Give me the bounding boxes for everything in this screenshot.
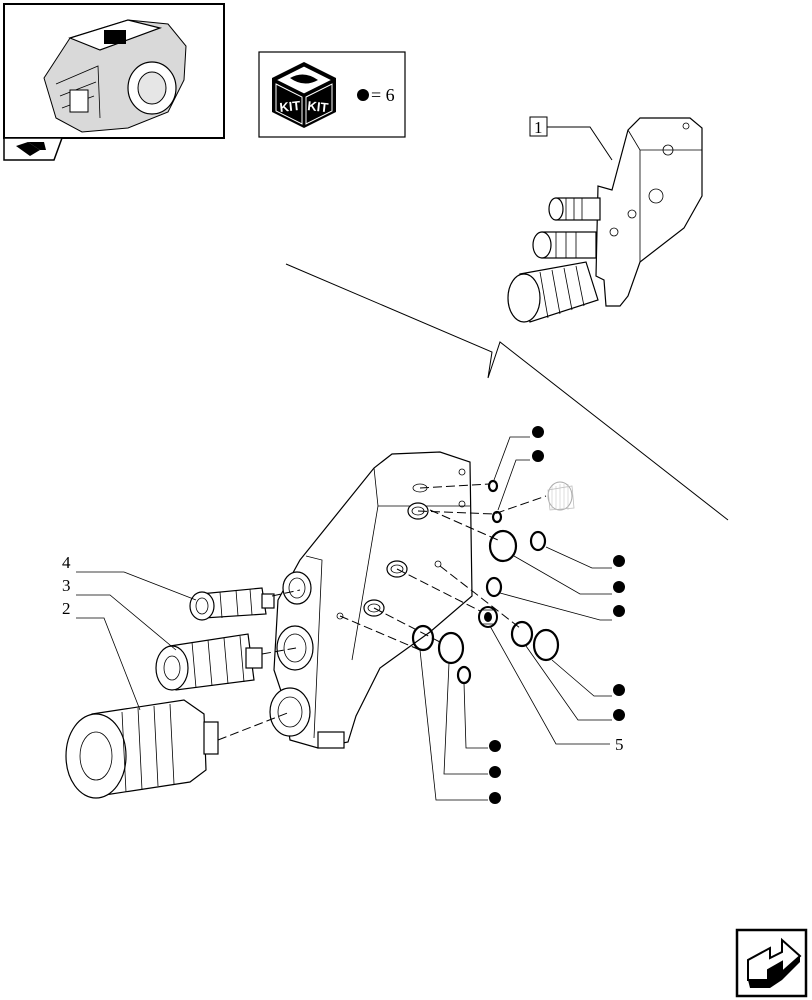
assembly-line	[271, 589, 301, 597]
valve-housing	[269, 451, 473, 749]
callout-3: 3	[62, 576, 177, 651]
callout-label-2: 2	[62, 599, 71, 618]
seal-ring[interactable]	[532, 628, 560, 662]
callout-label-5: 5	[615, 735, 624, 754]
assembly-line	[261, 647, 297, 655]
assembly-callout-label: 1	[534, 118, 543, 137]
assembly-line	[439, 565, 521, 629]
assembly-line	[396, 568, 491, 617]
callout-label-3: 3	[62, 576, 71, 595]
kit-box-icon: KIT KIT	[272, 62, 336, 128]
kit-bullet-icon	[357, 89, 369, 101]
seal-ring[interactable]	[488, 529, 518, 563]
section-break-line	[285, 263, 729, 521]
seal-ring[interactable]	[485, 576, 503, 598]
coupler-part-2[interactable]	[65, 699, 219, 799]
assembly-line	[419, 483, 491, 489]
kit-bullets	[419, 426, 625, 804]
valve-insert-part-5[interactable]	[478, 606, 498, 628]
seal-ring[interactable]	[456, 665, 472, 685]
kit-label-right: KIT	[307, 98, 329, 115]
kit-label-left: KIT	[279, 98, 301, 115]
seal-ring[interactable]	[491, 510, 503, 524]
transmission-housing-thumbnail[interactable]	[3, 3, 225, 139]
coupler-part-3[interactable]	[155, 633, 263, 691]
seal-ring[interactable]	[529, 530, 547, 552]
seal-ring[interactable]	[510, 620, 534, 648]
next-page-arrow-icon[interactable]	[735, 928, 808, 998]
assembly-line	[339, 615, 421, 651]
callout-2: 2	[62, 599, 141, 711]
seal-ring[interactable]	[437, 631, 465, 665]
callout-4: 4	[62, 553, 197, 601]
coupler-part-4[interactable]	[189, 587, 275, 621]
gear-part-ghost	[547, 481, 575, 511]
callout-label-4: 4	[62, 553, 71, 572]
kit-quantity: = 6	[371, 85, 395, 105]
assembly-view: 1	[507, 116, 703, 323]
seal-ring[interactable]	[411, 624, 435, 652]
assembly-line	[417, 495, 547, 515]
seal-ring[interactable]	[487, 479, 499, 493]
callout-5: 5	[489, 625, 624, 754]
back-arrow-icon[interactable]	[3, 137, 64, 161]
kit-legend: KIT KIT = 6	[258, 51, 406, 138]
